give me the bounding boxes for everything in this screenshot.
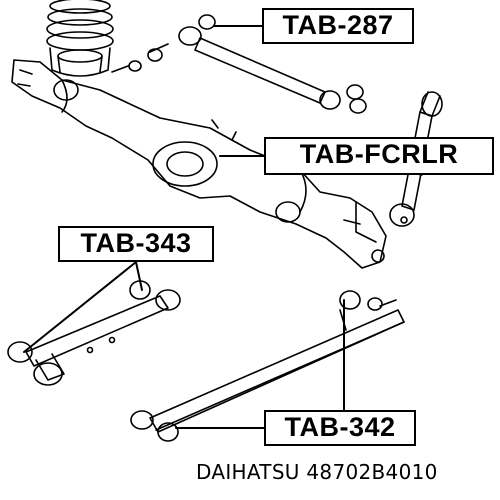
part-number-caption: DAIHATSU 48702B4010: [196, 460, 438, 484]
part-label-tab-342: TAB-342: [264, 410, 416, 446]
part-label-tab-fcrlr: TAB-FCRLR: [264, 137, 494, 175]
coil-spring: [47, 0, 113, 76]
lower-control-arm: [8, 281, 180, 385]
part-label-tab-287: TAB-287: [262, 8, 414, 44]
part-label-tab-343: TAB-343: [58, 226, 214, 262]
leaf-spring-link: [131, 291, 404, 441]
upper-control-arm: [112, 15, 366, 113]
leader-lines: [24, 26, 344, 428]
